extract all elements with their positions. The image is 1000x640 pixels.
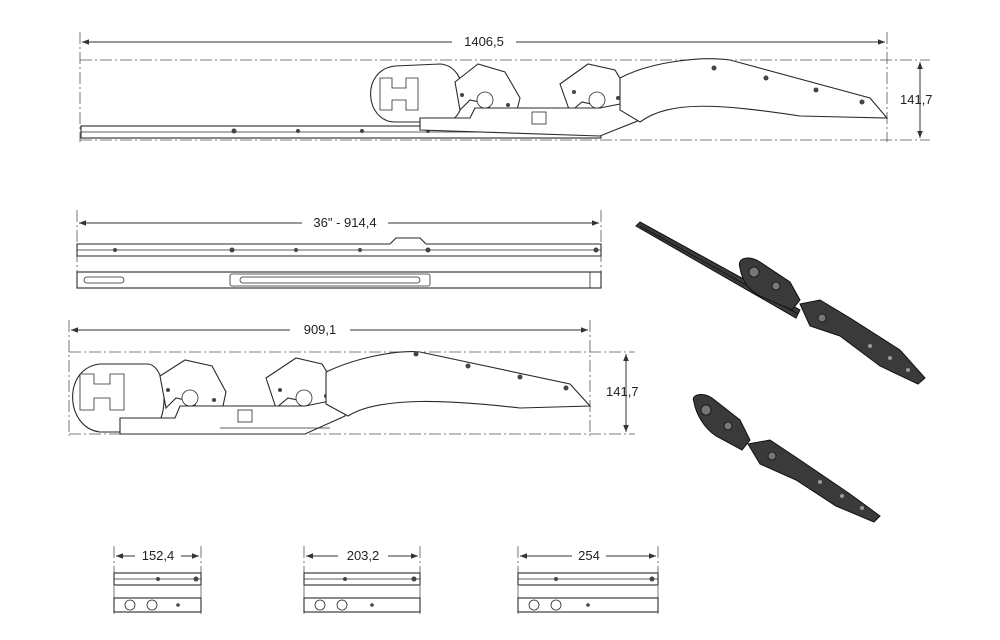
isometric-view-long bbox=[635, 221, 926, 385]
rail-length-dimension: 36" - 914,4 bbox=[79, 215, 599, 230]
mid-height-label: 141,7 bbox=[606, 384, 639, 399]
short-rail-203: 203,2 bbox=[303, 546, 421, 614]
short3-label: 254 bbox=[578, 548, 600, 563]
mid-length-label: 909,1 bbox=[304, 322, 337, 337]
top-height-label: 141,7 bbox=[900, 92, 933, 107]
top-length-dimension: 1406,5 bbox=[82, 34, 885, 49]
mid-length-dimension: 909,1 bbox=[71, 322, 588, 337]
isometric-view-short bbox=[692, 394, 881, 523]
short-rail-254: 254 bbox=[517, 546, 659, 614]
mid-height-dimension: 141,7 bbox=[606, 354, 639, 432]
short-rail-152: 152,4 bbox=[113, 546, 202, 614]
rail-views: 36" - 914,4 bbox=[76, 210, 602, 290]
mid-assembly-view: 909,1 141,7 bbox=[68, 320, 639, 436]
short1-label: 152,4 bbox=[142, 548, 175, 563]
top-assembly-view: 1406,5 141,7 bbox=[79, 32, 933, 142]
top-height-dimension: 141,7 bbox=[900, 62, 933, 138]
short2-label: 203,2 bbox=[347, 548, 380, 563]
rail-length-label: 36" - 914,4 bbox=[313, 215, 376, 230]
top-length-label: 1406,5 bbox=[464, 34, 504, 49]
